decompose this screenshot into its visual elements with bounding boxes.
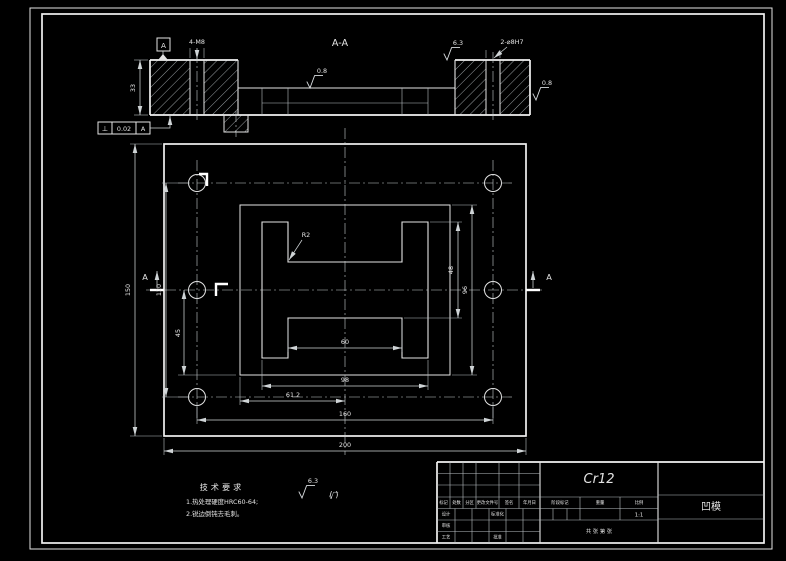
tb-label-change-doc: 更改文件号 — [477, 499, 498, 506]
dim-slot-height: 48 — [404, 221, 462, 319]
tb-scale-value: 1:1 — [635, 513, 644, 519]
thickness-dimension: 33 — [129, 59, 148, 116]
tech-requirements: 技术要求 1.热处理硬度HRC60-64; 2.锐边倒钝去毛刺。 6.3 ( ) — [186, 477, 339, 518]
tb-label-mark: 标记 — [439, 499, 448, 506]
tech-req-item-1: 1.热处理硬度HRC60-64; — [186, 497, 258, 506]
pin-callout: 2-⌀8H7 — [485, 38, 524, 59]
svg-text:120: 120 — [155, 284, 163, 296]
dim-hole-spacing-horizontal: 160 — [196, 404, 494, 424]
roughness-symbol-inner: 0.8 — [306, 67, 327, 89]
section-view: A-A A 4-M8 2-⌀8H7 6.3 0. — [97, 37, 552, 137]
radius-callout: R2 — [288, 231, 311, 261]
roughness-top-value: 6.3 — [453, 39, 463, 47]
tech-req-title: 技术要求 — [200, 482, 245, 492]
tech-req-item-2: 2.锐边倒钝去毛刺。 — [186, 509, 243, 518]
roughness-inner-value: 0.8 — [317, 67, 327, 75]
section-label-right: A — [546, 272, 552, 282]
roughness-symbol-top: 6.3 — [443, 39, 463, 61]
tb-label-process: 工艺 — [442, 535, 451, 541]
tb-label-standardize: 标准化 — [491, 511, 505, 518]
die-opening — [261, 221, 429, 359]
datum-flag: A — [156, 37, 171, 60]
outer-border — [29, 7, 773, 550]
section-cut-marks: A A — [142, 172, 552, 296]
dim-overall-height: 150 — [124, 143, 162, 437]
tb-label-audit: 审核 — [442, 522, 451, 529]
tolerance-datum: A — [141, 125, 146, 133]
dim-web-length: 60 — [287, 320, 403, 352]
dim-overall-width: 200 — [163, 438, 527, 455]
title-block: Cr12 凹模 标记 处数 分区 更改文件号 签名 年月日 设计 标准化 审核 … — [436, 461, 764, 543]
roughness-wrap: ( ) — [330, 489, 339, 499]
dim-half-width: 61.2 — [239, 377, 345, 405]
thread-callout-text: 4-M8 — [189, 38, 205, 46]
dim-cavity-height: 96 — [452, 204, 477, 376]
dim-hole-spacing-vertical: 120 — [155, 182, 190, 398]
datum-label: A — [161, 41, 166, 50]
svg-text:96: 96 — [461, 286, 469, 294]
tb-label-approve: 批准 — [493, 534, 502, 541]
svg-text:45: 45 — [174, 329, 182, 337]
material-designation: Cr12 — [584, 472, 615, 487]
svg-text:98: 98 — [341, 376, 349, 384]
section-centerlines — [196, 52, 494, 137]
roughness-other-surfaces: 6.3 ( ) — [298, 477, 339, 500]
drawing-frame — [29, 7, 773, 550]
thread-callout: 4-M8 — [189, 38, 205, 59]
radius-value: R2 — [302, 231, 311, 239]
tb-label-weight: 重量 — [596, 499, 605, 506]
svg-text:61.2: 61.2 — [286, 391, 300, 399]
roughness-symbol-right: 0.8 — [532, 79, 552, 101]
pin-callout-text: 2-⌀8H7 — [500, 38, 523, 46]
title-block-grid — [437, 462, 764, 543]
tolerance-frame: ⊥ 0.02 A — [97, 116, 173, 135]
svg-text:150: 150 — [124, 284, 132, 296]
tb-label-zone: 分区 — [465, 499, 474, 506]
tolerance-value: 0.02 — [117, 125, 131, 133]
section-line-jog-mid — [214, 282, 228, 296]
svg-text:200: 200 — [339, 441, 351, 449]
svg-text:160: 160 — [339, 410, 351, 418]
section-hatching — [150, 60, 530, 132]
roughness-other-value: 6.3 — [308, 477, 318, 485]
svg-text:60: 60 — [341, 338, 349, 346]
svg-text:48: 48 — [447, 266, 455, 274]
part-name: 凹模 — [701, 501, 721, 513]
tb-label-signature: 签名 — [505, 499, 514, 506]
dim-flange-span: 98 — [261, 360, 429, 390]
datum-triangle — [158, 54, 168, 60]
thickness-value: 33 — [129, 84, 137, 92]
tb-sheet-info: 共 张 第 张 — [586, 527, 613, 535]
tb-label-date: 年月日 — [523, 499, 536, 506]
dim-center-to-cavity: 45 — [174, 290, 236, 376]
section-line-jog-top — [199, 172, 209, 186]
tb-label-design: 设计 — [442, 511, 451, 518]
tb-label-count: 处数 — [452, 499, 461, 506]
tb-label-scale: 比例 — [635, 499, 644, 506]
roughness-right-value: 0.8 — [542, 79, 552, 87]
section-title: A-A — [332, 38, 349, 49]
inner-border — [41, 13, 765, 544]
section-label-left: A — [142, 272, 148, 282]
plan-view: A A R2 150 120 45 — [124, 128, 552, 455]
tb-label-stage-mark: 阶段标记 — [551, 499, 569, 506]
tolerance-symbol: ⊥ — [102, 124, 108, 133]
plan-centerlines — [146, 128, 544, 455]
